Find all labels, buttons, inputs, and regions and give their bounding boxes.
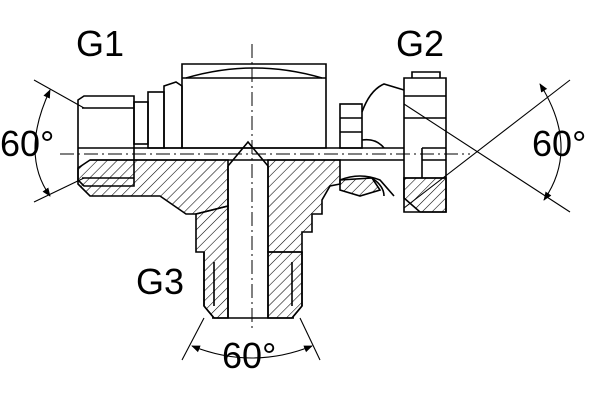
- dim-line-left-upper: [33, 79, 85, 109]
- label-port-g3: G3: [136, 261, 185, 302]
- port-g1-collar: [133, 101, 149, 145]
- label-angle-left: 60°: [0, 123, 55, 164]
- body-section-center: [267, 159, 341, 253]
- stem-section-right: [267, 251, 303, 319]
- cone-section: [339, 177, 382, 197]
- label-angle-right: 60°: [532, 123, 587, 164]
- nut-section-lower: [403, 177, 447, 213]
- dim-line-left-lower: [33, 177, 85, 203]
- stem-section-left: [195, 204, 229, 319]
- dim-line-bottom-left: [181, 317, 205, 361]
- dim-arc-right: [539, 83, 562, 201]
- dim-arc-left: [34, 89, 51, 197]
- label-port-g1: G1: [76, 23, 125, 64]
- body-hex-top: [181, 63, 327, 149]
- body-section-left: [77, 159, 229, 215]
- label-port-g2: G2: [396, 23, 445, 64]
- dim-arc-bottom: [191, 345, 313, 359]
- label-angle-bottom: 60°: [222, 335, 277, 376]
- port-g2-neck: [339, 103, 363, 149]
- port-g1-thread: [77, 95, 135, 187]
- port-g2-nut: [403, 77, 447, 213]
- dim-line-bottom-right: [299, 317, 321, 361]
